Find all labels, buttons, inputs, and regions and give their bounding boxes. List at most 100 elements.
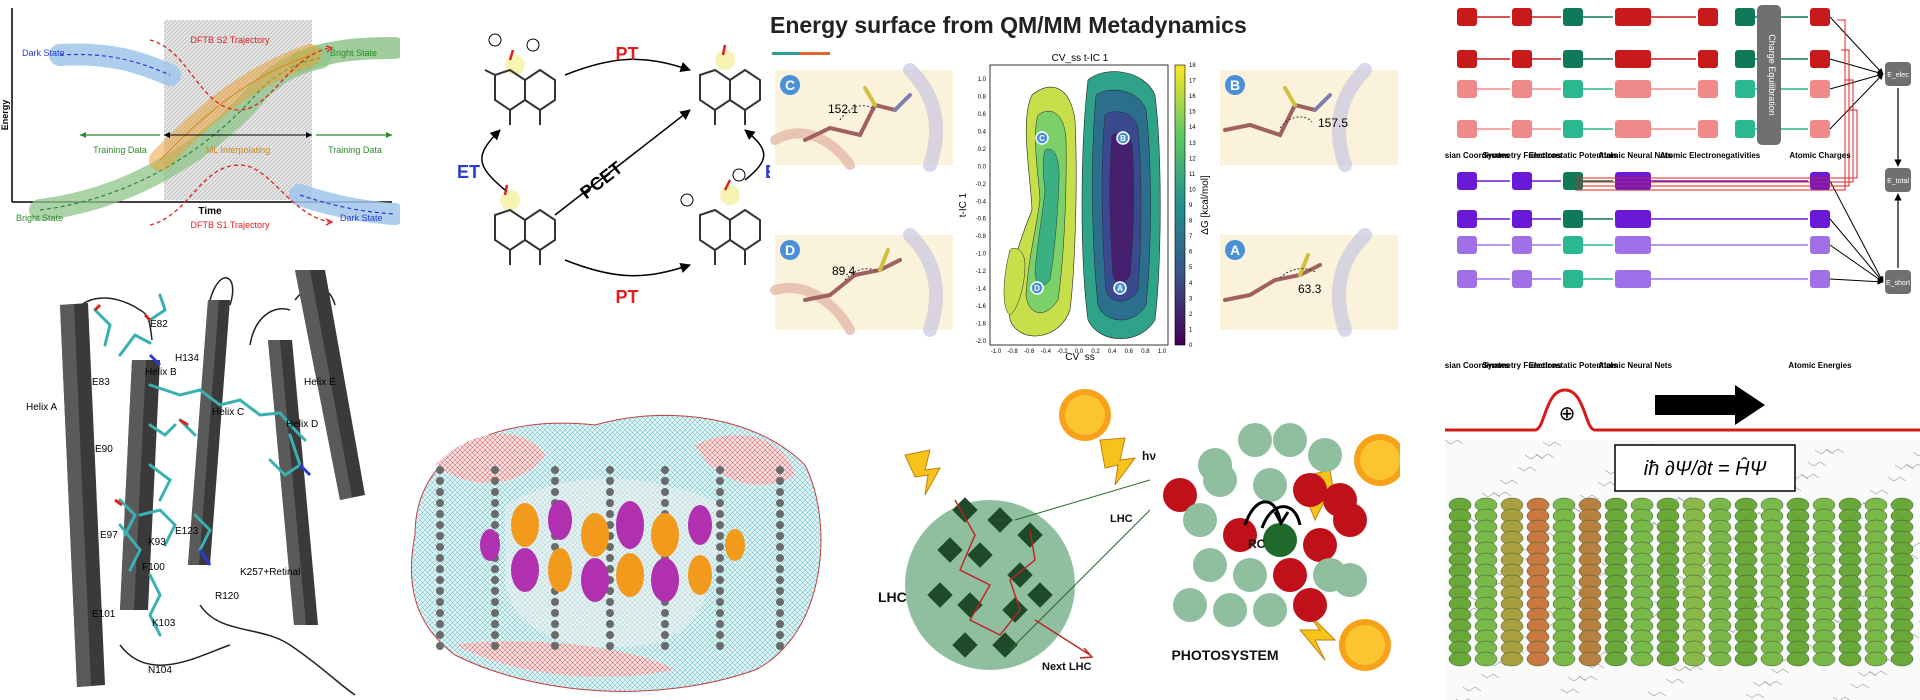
nn-node-box xyxy=(1457,80,1477,98)
atom-sphere xyxy=(551,477,559,485)
propagation-arrow-icon xyxy=(1655,385,1765,425)
atom-sphere xyxy=(491,521,499,529)
label-k257-retinal: K257+Retinal xyxy=(240,567,300,578)
atom-sphere xyxy=(661,620,669,628)
atom-sphere xyxy=(436,598,444,606)
charge-equilibration-label: Charge Equilibration xyxy=(1767,34,1777,116)
label-e83: E83 xyxy=(92,377,110,388)
label-e123: E123 xyxy=(175,526,199,537)
helix-c-cylinder xyxy=(188,300,230,565)
atom-sphere xyxy=(436,488,444,496)
nn-node-box xyxy=(1615,120,1651,138)
atom-sphere xyxy=(661,477,669,485)
wavepacket-plus-icon: ⊕ xyxy=(1559,403,1576,425)
pigment-circle xyxy=(1193,548,1227,582)
label-n104: N104 xyxy=(148,665,172,676)
helix-a-cylinder xyxy=(60,303,105,687)
label-k103: K103 xyxy=(152,618,176,629)
atom-sphere xyxy=(606,510,614,518)
atom-sphere xyxy=(436,554,444,562)
molecule-top-left xyxy=(484,33,556,125)
lattice-sphere xyxy=(1604,651,1628,667)
atom-sphere xyxy=(716,576,724,584)
ytick-label: -0.6 xyxy=(976,217,987,223)
atom-sphere xyxy=(776,477,784,485)
pigment-circle xyxy=(1183,503,1217,537)
nn-node-box xyxy=(1512,236,1532,254)
atom-sphere xyxy=(661,488,669,496)
atom-sphere xyxy=(716,565,724,573)
training-data-left-label: Training Data xyxy=(93,145,147,155)
nn-node-box xyxy=(1698,8,1718,26)
nn-node-box xyxy=(1735,50,1755,68)
bottom-col-neural-nets: Atomic Neural Nets xyxy=(1598,361,1672,370)
ytick-label: -0.4 xyxy=(976,199,987,205)
atom-sphere xyxy=(436,499,444,507)
pigment-diamond xyxy=(957,592,983,618)
pigment-circle xyxy=(1163,478,1197,512)
top-col-charges: Atomic Charges xyxy=(1789,151,1851,160)
colorbar-tick-label: 17 xyxy=(1189,79,1196,85)
atom-sphere xyxy=(716,609,724,617)
atom-sphere xyxy=(716,510,724,518)
energy-trajectory-panel: Energy Time Dark State Bright State xyxy=(0,0,400,260)
colorbar-tick-label: 1 xyxy=(1189,327,1193,333)
nn-node-box xyxy=(1457,50,1477,68)
atom-sphere xyxy=(606,543,614,551)
inset-c-label: C xyxy=(785,77,795,93)
colorbar-tick-label: 14 xyxy=(1189,125,1196,131)
inset-b-box xyxy=(1220,70,1398,165)
ytick-label: -0.8 xyxy=(976,234,987,240)
atom-sphere xyxy=(776,510,784,518)
atom-sphere xyxy=(776,620,784,628)
helix-b-cylinder xyxy=(120,360,160,610)
nn-node-box xyxy=(1615,270,1651,288)
colorbar-tick-label: 4 xyxy=(1189,281,1193,287)
sun-icon-top-right xyxy=(1354,434,1400,486)
metad-title: Energy surface from QM/MM Metadynamics xyxy=(770,12,1247,38)
pigment-circle xyxy=(1333,503,1367,537)
lattice-sphere xyxy=(1838,651,1862,667)
inset-b-label: B xyxy=(1230,77,1240,93)
nn-node-box xyxy=(1810,120,1830,138)
atom-sphere xyxy=(436,532,444,540)
lightning-icon-bottom xyxy=(1298,609,1337,661)
atom-sphere xyxy=(491,631,499,639)
atom-sphere xyxy=(716,499,724,507)
lattice-sphere xyxy=(1526,651,1550,667)
pigment-circle xyxy=(1238,423,1272,457)
colorbar-tick-label: 16 xyxy=(1189,94,1196,100)
colorbar-tick-label: 8 xyxy=(1189,219,1193,225)
atom-sphere xyxy=(661,642,669,650)
nn-node-box xyxy=(1810,50,1830,68)
nn-node-box xyxy=(1512,120,1532,138)
xtick-label: 0.0 xyxy=(1075,349,1084,355)
charge-equilibration-box xyxy=(1757,5,1781,145)
nn-node-box xyxy=(1512,210,1532,228)
time-axis-label: Time xyxy=(198,206,222,217)
molecule-bottom-left xyxy=(494,190,556,265)
pigment-circle xyxy=(1223,518,1257,552)
atom-sphere xyxy=(776,554,784,562)
inset-d-label: D xyxy=(785,242,795,258)
atom-sphere xyxy=(491,510,499,518)
nn-node-box xyxy=(1512,80,1532,98)
nn-node-box xyxy=(1457,210,1477,228)
xtick-label: 0.6 xyxy=(1125,349,1134,355)
atom-sphere xyxy=(776,499,784,507)
atom-sphere xyxy=(491,488,499,496)
label-r120: R120 xyxy=(215,591,239,602)
label-helix-a: Helix A xyxy=(26,402,57,413)
ytick-label: -0.2 xyxy=(976,182,987,188)
atom-sphere xyxy=(606,554,614,562)
nn-node-box xyxy=(1457,236,1477,254)
atom-sphere xyxy=(606,598,614,606)
map-marker-c: C xyxy=(1039,134,1045,143)
atom-sphere xyxy=(661,631,669,639)
atom-sphere xyxy=(491,620,499,628)
colorbar-tick-label: 10 xyxy=(1189,187,1196,193)
colorbar xyxy=(1174,64,1186,346)
label-helix-e: Helix E xyxy=(304,377,336,388)
schrodinger-panel: ⊕ iħ ∂Ψ/∂t = ĤΨ xyxy=(1445,380,1920,700)
heatmap-title: CV_ss t-IC 1 xyxy=(1052,53,1109,64)
